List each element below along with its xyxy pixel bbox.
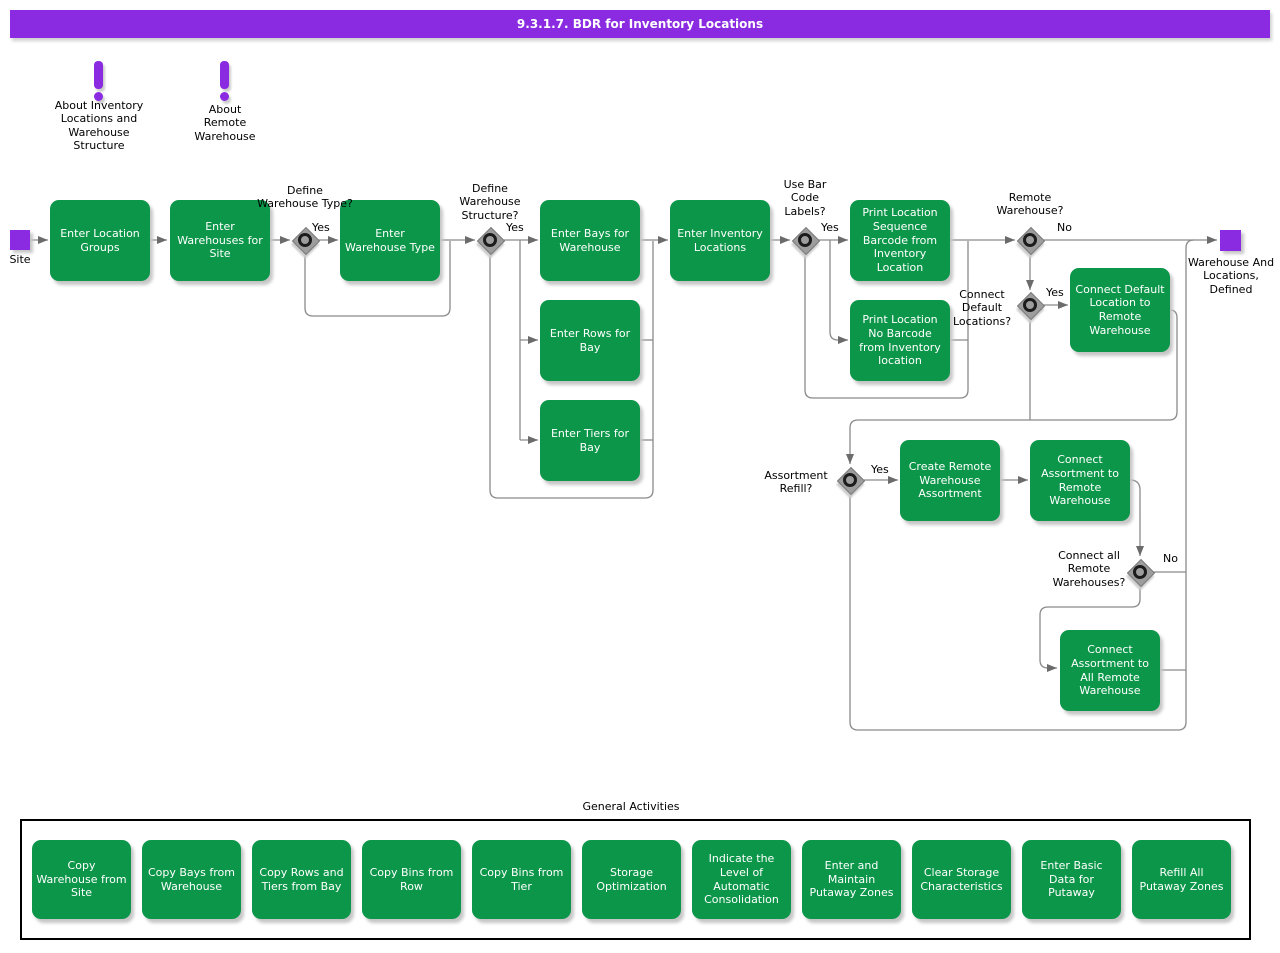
task-create-remote-warehouse-assortment[interactable]: Create Remote Warehouse Assortment [900, 440, 1000, 521]
gateway-circle-icon [1133, 565, 1147, 579]
start-node-label: Site [9, 253, 31, 266]
activity-copy-bins-from-tier[interactable]: Copy Bins from Tier [472, 840, 571, 919]
activity-copy-rows-and-tiers-from-bay[interactable]: Copy Rows and Tiers from Bay [252, 840, 351, 919]
branch-label-yes: Yes [312, 221, 330, 234]
task-connect-assortment-to-all-remote[interactable]: Connect Assortment to All Remote Warehou… [1060, 630, 1160, 711]
decision-define-warehouse-structure [476, 226, 506, 256]
general-activities-container [20, 819, 1251, 940]
end-node-label: Warehouse And Locations, Defined [1187, 256, 1275, 296]
decision-remote-warehouse [1016, 226, 1046, 256]
activity-copy-bays-from-warehouse[interactable]: Copy Bays from Warehouse [142, 840, 241, 919]
activity-enter-and-maintain-putaway-zones[interactable]: Enter and Maintain Putaway Zones [802, 840, 901, 919]
note-exclamation-icon[interactable] [94, 61, 103, 89]
activity-copy-bins-from-row[interactable]: Copy Bins from Row [362, 840, 461, 919]
decision-connect-default-locations [1016, 291, 1046, 321]
gateway-circle-icon [843, 473, 857, 487]
branch-label-yes: Yes [506, 221, 524, 234]
branch-label-no: No [1163, 552, 1178, 565]
activity-indicate-level-automatic-consolidation[interactable]: Indicate the Level of Automatic Consolid… [692, 840, 791, 919]
gateway-circle-icon [798, 233, 812, 247]
decision-label-remote-warehouse: Remote Warehouse? [996, 191, 1064, 218]
general-activities-title: General Activities [582, 800, 680, 813]
decision-label-connect-default-locations: Connect Default Locations? [952, 288, 1012, 328]
diagram-title: 9.3.1.7. BDR for Inventory Locations [516, 17, 764, 31]
decision-label-connect-all-remote-warehouses: Connect all Remote Warehouses? [1052, 549, 1126, 589]
task-enter-inventory-locations[interactable]: Enter Inventory Locations [670, 200, 770, 281]
decision-connect-all-remote-warehouses [1126, 558, 1156, 588]
activity-refill-all-putaway-zones[interactable]: Refill All Putaway Zones [1132, 840, 1231, 919]
branch-label-yes: Yes [871, 463, 889, 476]
task-enter-warehouses-for-site[interactable]: Enter Warehouses for Site [170, 200, 270, 281]
decision-assortment-refill [836, 466, 866, 496]
task-connect-assortment-to-remote[interactable]: Connect Assortment to Remote Warehouse [1030, 440, 1130, 521]
note-inventory-locations-label[interactable]: About Inventory Locations and Warehouse … [54, 99, 144, 153]
task-enter-bays-for-warehouse[interactable]: Enter Bays for Warehouse [540, 200, 640, 281]
task-print-location-sequence-barcode[interactable]: Print Location Sequence Barcode from Inv… [850, 200, 950, 281]
branch-label-yes: Yes [1046, 286, 1064, 299]
task-enter-warehouse-type[interactable]: Enter Warehouse Type [340, 200, 440, 281]
gateway-circle-icon [483, 233, 497, 247]
diagram-title-bar: 9.3.1.7. BDR for Inventory Locations [10, 10, 1270, 38]
task-connect-default-location[interactable]: Connect Default Location to Remote Wareh… [1070, 268, 1170, 352]
note-exclamation-dot-icon[interactable] [220, 92, 229, 101]
decision-label-define-warehouse-type: Define Warehouse Type? [257, 184, 353, 211]
activity-storage-optimization[interactable]: Storage Optimization [582, 840, 681, 919]
decision-define-warehouse-type [291, 226, 321, 256]
branch-label-no: No [1057, 221, 1072, 234]
decision-label-use-bar-code-labels: Use Bar Code Labels? [783, 178, 827, 218]
branch-label-yes: Yes [821, 221, 839, 234]
decision-label-define-warehouse-structure: Define Warehouse Structure? [459, 182, 521, 222]
gateway-circle-icon [1023, 298, 1037, 312]
gateway-circle-icon [1023, 233, 1037, 247]
gateway-circle-icon [298, 233, 312, 247]
end-node-warehouse-defined [1220, 230, 1241, 251]
decision-use-bar-code-labels [791, 226, 821, 256]
task-enter-tiers-for-bay[interactable]: Enter Tiers for Bay [540, 400, 640, 481]
activity-clear-storage-characteristics[interactable]: Clear Storage Characteristics [912, 840, 1011, 919]
activity-enter-basic-data-for-putaway[interactable]: Enter Basic Data for Putaway [1022, 840, 1121, 919]
decision-label-assortment-refill: Assortment Refill? [764, 469, 828, 496]
task-print-location-no-barcode[interactable]: Print Location No Barcode from Inventory… [850, 300, 950, 381]
start-node-site [10, 230, 30, 250]
task-enter-location-groups[interactable]: Enter Location Groups [50, 200, 150, 281]
note-remote-warehouse-label[interactable]: About Remote Warehouse [194, 103, 256, 143]
note-exclamation-icon[interactable] [220, 61, 229, 89]
task-enter-rows-for-bay[interactable]: Enter Rows for Bay [540, 300, 640, 381]
note-exclamation-dot-icon[interactable] [94, 92, 103, 101]
activity-copy-warehouse-from-site[interactable]: Copy Warehouse from Site [32, 840, 131, 919]
